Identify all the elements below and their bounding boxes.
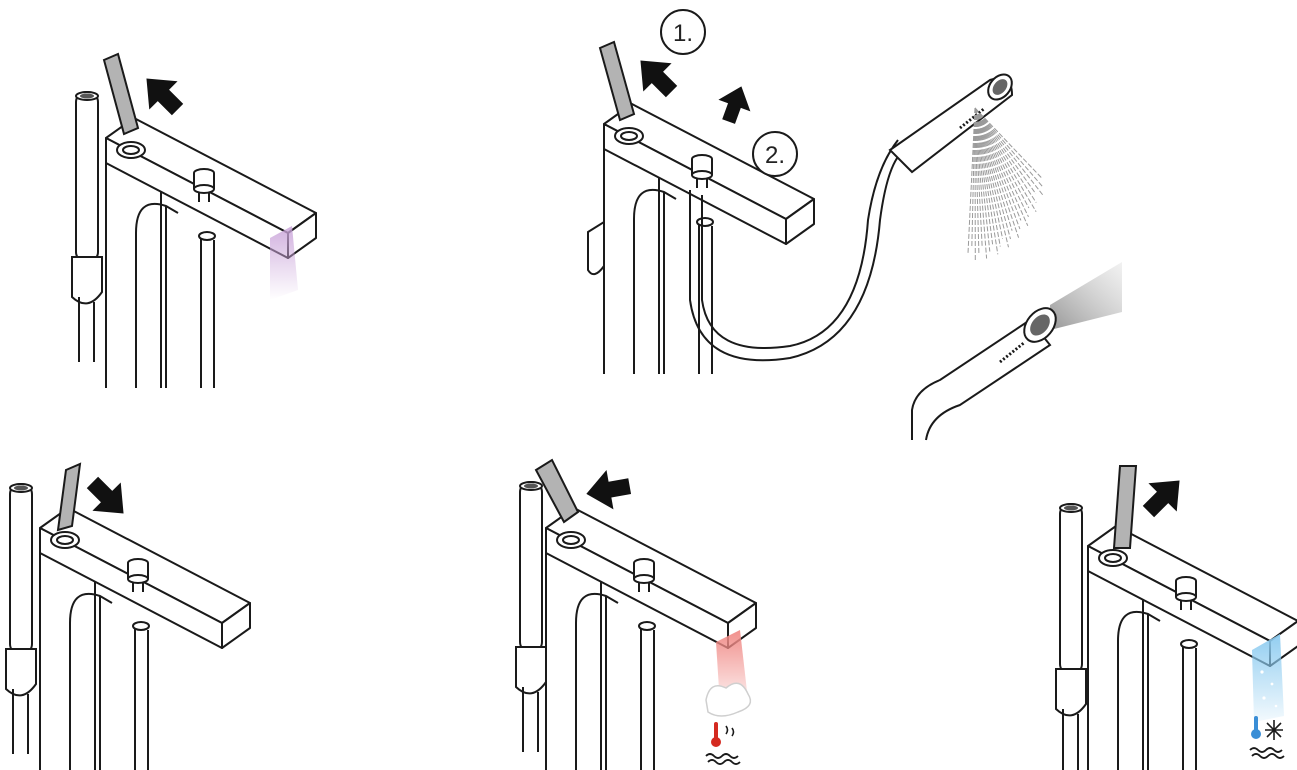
hand-shower-spraying [890, 70, 1043, 260]
panel-diverter: 1. 2. [588, 10, 1122, 440]
panel-cold [1056, 466, 1297, 770]
hand-shower [72, 92, 102, 362]
spray-line [968, 108, 975, 253]
hand-shower [6, 484, 36, 754]
step-1-marker: 1. [661, 10, 705, 54]
spray-line [975, 108, 1036, 203]
lever [104, 54, 138, 134]
spray-lines [968, 108, 1043, 260]
step-2-label: 2. [765, 142, 785, 169]
push-back-arrow [626, 46, 685, 105]
step-1-label: 1. [673, 20, 693, 47]
turn-right-arrow [1134, 466, 1193, 525]
panel-close [6, 464, 250, 770]
push-back-arrow [132, 64, 191, 123]
faucet [40, 508, 250, 770]
hand-shower [516, 482, 546, 752]
cold-water-icon [1250, 716, 1284, 758]
pull-up-arrow [713, 81, 758, 128]
spray-line [975, 108, 1042, 178]
hot-water-icon [706, 722, 740, 764]
step-2-marker: 2. [753, 132, 797, 176]
lever [600, 42, 634, 120]
spray-line [975, 108, 1029, 217]
spray-line [972, 108, 975, 248]
spray-line [975, 108, 1009, 247]
hand-shower-rotated [912, 262, 1122, 440]
panel-open [72, 54, 316, 388]
panel-hot [516, 460, 756, 770]
hand-shower [1056, 504, 1086, 770]
turn-left-arrow [583, 466, 633, 513]
shower-holder [588, 222, 604, 274]
